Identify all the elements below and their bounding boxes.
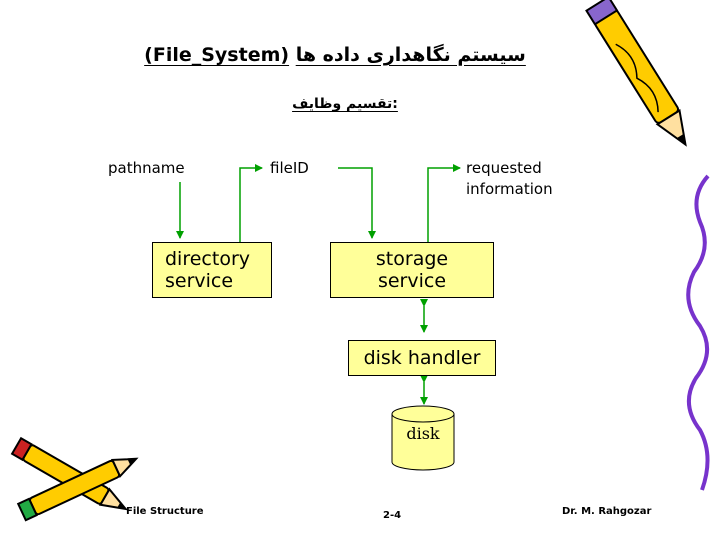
label-pathname: pathname bbox=[108, 159, 185, 177]
slide-title-english: (File_System) bbox=[144, 44, 290, 66]
label-requested-line1: requested bbox=[466, 159, 542, 177]
footer-page-number: 2-4 bbox=[383, 510, 402, 521]
arrow-fileid-to-storage bbox=[338, 167, 376, 239]
slide-title-persian: سیستم نگاهداری داده ها bbox=[295, 44, 526, 66]
squiggle-decoration-icon bbox=[686, 174, 710, 491]
storage-service-line1: storage bbox=[375, 248, 449, 270]
disk-handler-box: disk handler bbox=[348, 340, 496, 376]
storage-service-line2: service bbox=[377, 270, 447, 292]
directory-service-line2: service bbox=[165, 270, 234, 292]
arrow-storage-to-requested bbox=[427, 164, 461, 242]
pencil-bottom-left-b-icon bbox=[16, 457, 139, 522]
slide-subtitle: :تقسیم وظایف bbox=[292, 96, 398, 112]
directory-service-box: directory service bbox=[152, 242, 272, 298]
arrow-directory-to-fileid bbox=[239, 164, 263, 242]
disk-cylinder bbox=[391, 405, 455, 471]
label-requested-line2: information bbox=[466, 180, 553, 198]
disk-label: disk bbox=[406, 424, 440, 443]
slide-title: (File_System) سیستم نگاهداری داده ها bbox=[100, 44, 570, 66]
footer-right: Dr. M. Rahgozar bbox=[562, 506, 652, 517]
disk-handler-label: disk handler bbox=[363, 347, 481, 369]
label-fileid: fileID bbox=[270, 159, 309, 177]
directory-service-line1: directory bbox=[165, 248, 250, 270]
storage-service-box: storage service bbox=[330, 242, 494, 298]
pencil-top-right-icon bbox=[585, 0, 687, 147]
footer-left: File Structure bbox=[126, 506, 204, 517]
